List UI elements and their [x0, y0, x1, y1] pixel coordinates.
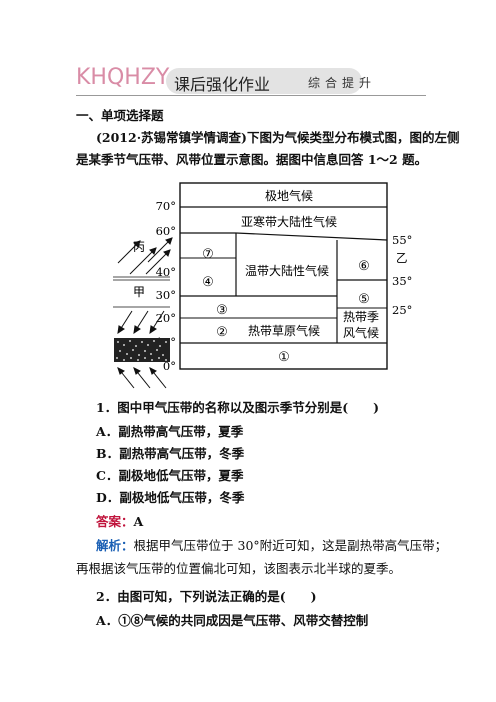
- page-subtitle: 综合提升: [308, 76, 377, 90]
- zone-tropical-monsoon-1: 热带季: [343, 310, 379, 324]
- marker-2: ②: [216, 325, 228, 340]
- lat-60: 60°: [156, 224, 176, 238]
- belt-jia: 甲: [133, 285, 145, 299]
- section-title: 一、单项选择题: [76, 108, 164, 123]
- zone-subarctic: 亚寒带大陆性气候: [241, 214, 337, 229]
- q1-analysis-line-1: 解析：根据甲气压带位于 30°附近可知，这是副热带高气压带；: [96, 538, 447, 554]
- logo: KHQHZY: [76, 65, 170, 90]
- zone-polar: 极地气候: [265, 188, 313, 203]
- q1-stem: 1．图中甲气压带的名称以及图示季节分别是( ): [96, 400, 380, 415]
- intro-line-2: 是某季节气压带、风带位置示意图。据图中信息回答 1～2 题。: [76, 152, 428, 167]
- dot-pattern: [116, 340, 167, 361]
- marker-4: ④: [202, 275, 214, 290]
- lat-right-35: 35°: [392, 274, 412, 288]
- header-rule: [76, 95, 426, 96]
- header-banner: KHQHZY 课后强化作业 综合提升: [76, 62, 426, 98]
- wind-arrows-middle: [117, 310, 165, 335]
- marker-1: ①: [278, 350, 290, 365]
- marker-3: ③: [216, 303, 228, 318]
- lat-40: 40°: [156, 265, 176, 279]
- q1-option-d: D．副极地低气压带，冬季: [96, 490, 245, 505]
- lat-right-25: 25°: [392, 303, 412, 317]
- zone-tropical-grassland: 热带草原气候: [248, 323, 320, 338]
- answer-label: 答案：: [96, 514, 134, 529]
- lat-right-55: 55°: [392, 233, 412, 247]
- answer-value: A: [133, 514, 144, 529]
- zone-temperate-continental: 温带大陆性气候: [245, 263, 329, 278]
- title-pill: [166, 68, 362, 94]
- belt-yi: 乙: [396, 251, 408, 265]
- analysis-label: 解析：: [96, 538, 134, 553]
- page-title: 课后强化作业: [174, 75, 271, 94]
- marker-7: ⑦: [202, 247, 214, 262]
- q2-stem: 2．由图可知，下列说法正确的是( ): [96, 589, 317, 604]
- q1-option-a: A．副热带高气压带，夏季: [96, 424, 244, 439]
- lat-0: 0°: [163, 359, 176, 373]
- q1-option-c: C．副极地低气压带，夏季: [96, 468, 244, 483]
- q1-answer: 答案：A: [96, 514, 143, 530]
- wind-arrows-upper: [117, 237, 173, 275]
- lat-20: 20°: [156, 311, 176, 325]
- zone-tropical-monsoon-2: 风气候: [343, 325, 379, 340]
- line-55: [235, 232, 388, 241]
- q1-analysis-line-2: 再根据该气压带的位置偏北可知，该图表示北半球的夏季。: [76, 561, 402, 576]
- wind-arrows-lower: [117, 367, 167, 389]
- lat-30: 30°: [156, 288, 176, 302]
- marker-6: ⑥: [358, 259, 370, 274]
- q1-option-b: B．副热带高气压带，冬季: [96, 446, 245, 461]
- lat-70: 70°: [156, 199, 176, 213]
- q2-option-a: A．①⑧气候的共同成因是气压带、风带交替控制: [96, 613, 369, 628]
- marker-5: ⑤: [358, 292, 370, 307]
- pressure-belt-jia-top: [113, 276, 170, 281]
- intro-line-1: (2012·苏锡常镇学情调查)下图为气候类型分布模式图，图的左侧: [96, 130, 460, 145]
- analysis-text-1: 根据甲气压带位于 30°附近可知，这是副热带高气压带；: [133, 538, 448, 553]
- diagram-frame: [179, 182, 388, 370]
